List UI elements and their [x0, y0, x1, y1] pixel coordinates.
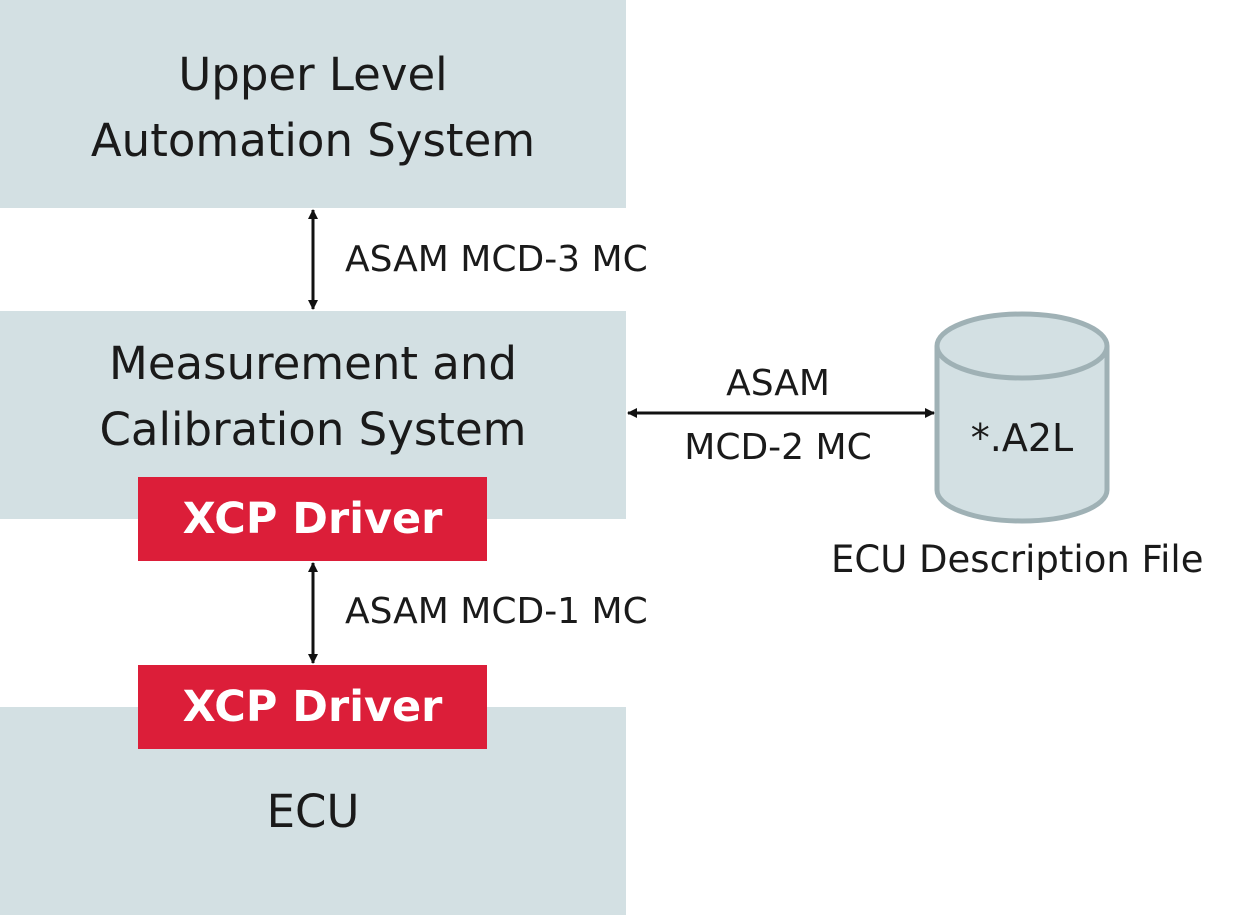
xcp-driver-master: XCP Driver: [138, 477, 487, 561]
database-caption: ECU Description File: [831, 538, 1204, 581]
upper-block-line2: Automation System: [90, 114, 536, 167]
upper-level-automation-block: Upper Level Automation System: [0, 0, 626, 208]
interface-label-mcd2-line2: MCD-2 MC: [684, 427, 872, 468]
xcp-driver-slave: XCP Driver: [138, 665, 487, 749]
database-file-label: *.A2L: [970, 416, 1074, 460]
mcs-block-line2: Calibration System: [99, 403, 527, 456]
mcs-block-line1: Measurement and: [109, 337, 517, 390]
database-cylinder-icon: [934, 311, 1110, 524]
ecu-block-label: ECU: [266, 785, 360, 838]
measurement-calibration-block: Measurement and Calibration System: [0, 311, 626, 519]
interface-label-mcd1: ASAM MCD-1 MC: [345, 591, 648, 632]
upper-block-line1: Upper Level: [178, 48, 448, 101]
interface-label-mcd2-line1: ASAM: [726, 363, 830, 404]
interface-label-mcd3: ASAM MCD-3 MC: [345, 239, 648, 280]
